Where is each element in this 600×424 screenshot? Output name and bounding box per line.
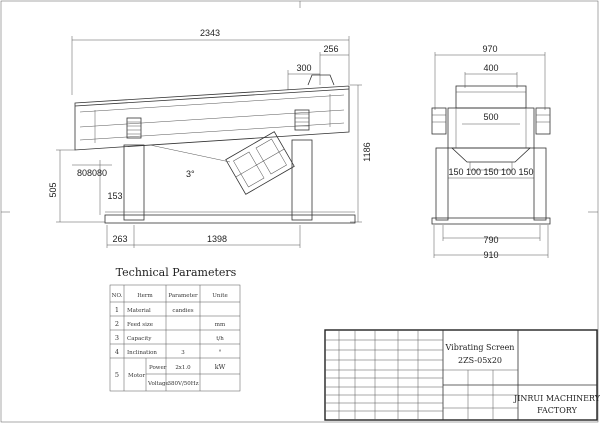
- motor-no: 5: [115, 371, 119, 379]
- product-model: 2ZS-05x20: [458, 356, 502, 365]
- front-view: 970 400 500 150 100 150 100 150 7: [431, 44, 551, 260]
- motor-power-unit: kW: [215, 363, 226, 371]
- motor-power-label: Power: [149, 365, 167, 371]
- row-item: Material: [127, 308, 151, 314]
- row-item: Feed size: [127, 322, 153, 328]
- row-unit: °: [219, 350, 222, 356]
- dim-910: 910: [483, 250, 498, 260]
- dim-500: 500: [483, 112, 498, 122]
- spring-right: [294, 109, 310, 131]
- support-leg-right: [291, 139, 313, 221]
- support-leg-left: [123, 144, 145, 221]
- dim-300: 300: [296, 63, 311, 73]
- row-param: candies: [172, 308, 193, 314]
- row-item: Inclination: [127, 350, 157, 356]
- dim-263: 263: [112, 234, 127, 244]
- dim-angle: 3°: [186, 169, 195, 179]
- header-parameter: Parameter: [168, 293, 198, 299]
- motor-voltage-value: 380V/50Hz: [167, 381, 198, 387]
- vibration-motor: [225, 131, 295, 195]
- dim-153: 153: [107, 191, 122, 201]
- row-no: 3: [115, 334, 119, 342]
- side-view: 2343 256 300 1186: [48, 28, 372, 248]
- dim-970: 970: [482, 44, 497, 54]
- row-item: Capacity: [127, 336, 152, 342]
- motor-item: Motor: [128, 373, 145, 379]
- dim-overall-length: 2343: [200, 28, 220, 38]
- row-no: 2: [115, 320, 119, 328]
- tech-params-title: Technical Parameters: [116, 266, 237, 279]
- base-frame: [104, 214, 356, 224]
- row-no: 4: [115, 348, 119, 356]
- motor-voltage-label: Voltage: [147, 381, 169, 387]
- dim-790: 790: [483, 235, 498, 245]
- spring-left: [126, 117, 142, 139]
- dim-1398: 1398: [207, 234, 227, 244]
- row-unit: t/h: [216, 336, 224, 342]
- title-block: Vibrating Screen 2ZS-05x20 JINRUI MACHIN…: [324, 329, 600, 421]
- company-name-line2: FACTORY: [537, 406, 577, 415]
- row-unit: mm: [215, 322, 226, 328]
- header-item: Iterm: [137, 293, 153, 299]
- header-unit: Unite: [212, 293, 227, 299]
- dim-1186: 1186: [362, 142, 372, 161]
- product-name: Vibrating Screen: [445, 343, 515, 352]
- header-no: NO.: [112, 293, 123, 299]
- dim-808080: 808080: [77, 168, 107, 178]
- dim-256: 256: [323, 44, 338, 54]
- motor-power-value: 2x1.0: [175, 365, 191, 371]
- dim-150-100: 150 100 150 100 150: [448, 167, 533, 177]
- row-param: 3: [181, 350, 185, 356]
- company-name-line1: JINRUI MACHINERY: [513, 394, 600, 403]
- dim-400: 400: [483, 63, 498, 73]
- row-no: 1: [115, 306, 119, 314]
- dim-505: 505: [48, 182, 58, 197]
- technical-parameters: Technical Parameters NO. Iterm Parameter…: [109, 266, 241, 392]
